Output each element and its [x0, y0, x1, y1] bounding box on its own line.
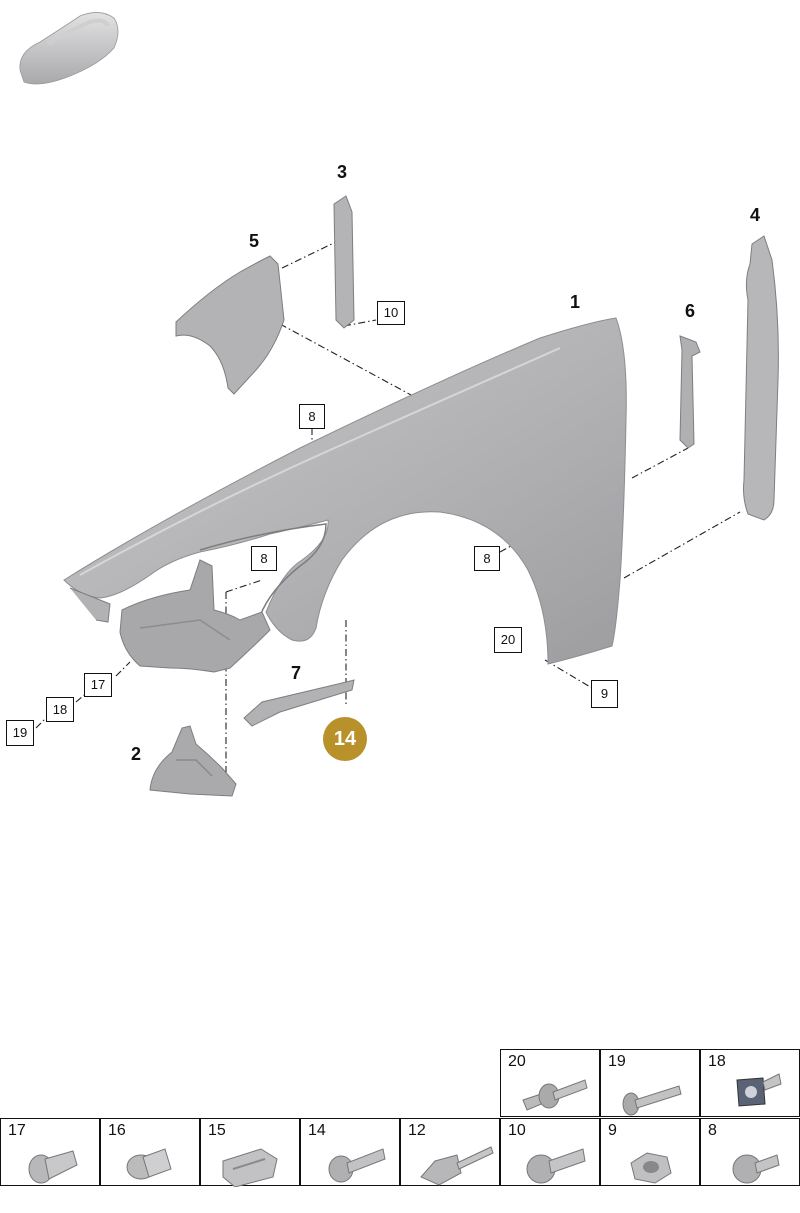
hardware-cell-15[interactable]: 15: [200, 1118, 300, 1187]
hardware-number: 14: [308, 1122, 326, 1139]
hardware-number: 19: [608, 1053, 626, 1070]
hardware-number: 20: [508, 1053, 526, 1070]
blind-rivet-icon: [420, 1146, 494, 1186]
plastic-rivet-icon: [28, 1150, 78, 1184]
spring-clip-icon: [222, 1148, 278, 1187]
hardware-number: 17: [8, 1122, 26, 1139]
ref-box-9: 9: [591, 680, 618, 708]
hardware-cell-14[interactable]: 14: [300, 1118, 400, 1186]
hardware-number: 9: [608, 1122, 617, 1139]
hardware-cell-12[interactable]: 12: [400, 1118, 500, 1186]
trim-strip-part: [243, 679, 355, 727]
ref-box-19: 19: [6, 720, 34, 746]
mounting-strip-part: [333, 195, 355, 329]
flange-bolt-icon: [328, 1148, 386, 1183]
flange-nut-icon: [630, 1152, 672, 1184]
ref-box-8-top: 8: [299, 404, 325, 429]
ref-box-8-front: 8: [474, 546, 500, 571]
callout-5: 5: [249, 231, 260, 251]
ref-box-17: 17: [84, 673, 112, 697]
hardware-number: 8: [708, 1122, 717, 1139]
callout-4: 4: [750, 205, 761, 225]
short-bolt-icon: [732, 1154, 780, 1184]
inner-support-part: [69, 559, 271, 673]
highlight-badge-14[interactable]: 14: [323, 717, 367, 761]
hardware-cell-8[interactable]: 8: [700, 1118, 800, 1186]
callout-2: 2: [131, 744, 142, 764]
hardware-number: 10: [508, 1122, 526, 1139]
hardware-cell-10[interactable]: 10: [500, 1118, 600, 1186]
callout-1: 1: [570, 292, 581, 312]
hardware-number: 12: [408, 1122, 426, 1139]
ref-box-10: 10: [377, 301, 405, 325]
torx-bolt-icon: [526, 1148, 586, 1184]
callout-7: 7: [291, 663, 302, 683]
vehicle-thumbnail-icon: [19, 12, 119, 85]
hardware-cell-9[interactable]: 9: [600, 1118, 700, 1186]
expanding-clip-icon: [126, 1148, 172, 1180]
hardware-number: 15: [208, 1122, 226, 1139]
callout-3: 3: [337, 162, 348, 182]
hardware-cell-16[interactable]: 16: [100, 1118, 200, 1186]
lower-bracket-part: [149, 725, 237, 797]
liner-part: [175, 255, 285, 395]
rear-bracket-part: [679, 335, 701, 449]
hardware-number: 16: [108, 1122, 126, 1139]
square-nut-icon: [736, 1073, 782, 1107]
long-bolt-icon: [622, 1085, 682, 1116]
hardware-cell-20[interactable]: 20: [500, 1049, 600, 1117]
ref-box-20: 20: [494, 627, 522, 653]
hardware-number: 18: [708, 1053, 726, 1070]
hardware-cell-19[interactable]: 19: [600, 1049, 700, 1117]
fender-part: [63, 317, 627, 665]
callout-6: 6: [685, 301, 696, 321]
seal-part: [743, 235, 779, 521]
stud-bolt-icon: [522, 1079, 588, 1111]
hardware-cell-18[interactable]: 18: [700, 1049, 800, 1117]
ref-box-8-arch: 8: [251, 546, 277, 571]
ref-box-18: 18: [46, 697, 74, 722]
hardware-cell-17[interactable]: 17: [0, 1118, 100, 1186]
